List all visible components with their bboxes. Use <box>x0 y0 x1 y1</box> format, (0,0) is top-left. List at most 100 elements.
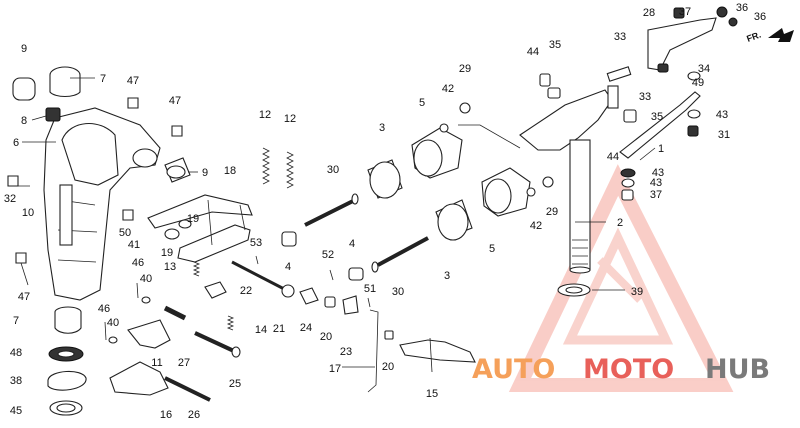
upper-bracket <box>647 6 738 71</box>
callout-17: 17 <box>329 363 341 375</box>
callout-10: 10 <box>22 207 34 219</box>
callout-42: 42 <box>530 220 542 232</box>
callout-43: 43 <box>650 177 662 189</box>
callout-14: 14 <box>255 324 267 336</box>
leader-lines <box>22 77 656 368</box>
callout-37: 37 <box>679 6 691 18</box>
watermark-logo <box>508 164 734 392</box>
callout-11: 11 <box>151 357 162 369</box>
callout-12: 12 <box>284 113 296 125</box>
callout-36: 36 <box>754 11 766 23</box>
callout-38: 38 <box>10 375 22 387</box>
rods <box>163 193 429 402</box>
pins <box>104 282 151 344</box>
callout-48: 48 <box>10 347 22 359</box>
springs <box>192 147 294 331</box>
callout-39: 39 <box>631 286 643 298</box>
callout-51: 51 <box>364 283 376 295</box>
small-hardware <box>204 231 394 340</box>
callout-44: 44 <box>607 151 619 163</box>
callout-29: 29 <box>546 206 558 218</box>
callout-25: 25 <box>229 378 241 390</box>
callout-3: 3 <box>444 270 450 282</box>
callout-21: 21 <box>273 323 285 335</box>
callout-2: 2 <box>617 217 623 229</box>
callout-44: 44 <box>527 46 539 58</box>
callout-19: 19 <box>187 213 199 225</box>
brackets <box>109 319 171 396</box>
callout-12: 12 <box>259 109 271 121</box>
callout-33: 33 <box>614 31 626 43</box>
callout-5: 5 <box>489 243 495 255</box>
tilt-lock-lever <box>147 194 253 263</box>
callout-1: 1 <box>658 143 664 155</box>
callout-16: 16 <box>160 409 172 421</box>
callout-18: 18 <box>224 165 236 177</box>
callout-52: 52 <box>322 249 334 261</box>
callout-50: 50 <box>119 227 131 239</box>
callout-37: 37 <box>650 189 662 201</box>
lower-left-washers <box>47 306 87 416</box>
callout-9: 9 <box>202 167 208 179</box>
callout-43: 43 <box>652 167 664 179</box>
callout-7: 7 <box>100 73 106 85</box>
callout-30: 30 <box>327 164 339 176</box>
watermark-part3: HUB <box>705 354 770 385</box>
callout-31: 31 <box>718 129 730 141</box>
callout-43: 43 <box>716 109 728 121</box>
lever-15 <box>399 337 476 373</box>
callout-22: 22 <box>240 285 252 297</box>
callout-3: 3 <box>379 122 385 134</box>
callout-26: 26 <box>188 409 200 421</box>
callout-20: 20 <box>320 331 332 343</box>
callout-45: 45 <box>10 405 22 417</box>
bushing-top <box>12 66 81 122</box>
callout-42: 42 <box>442 83 454 95</box>
left-bolts <box>7 97 183 286</box>
callout-9: 9 <box>21 43 27 55</box>
watermark-part1: AUTO <box>472 354 555 385</box>
callout-47: 47 <box>127 75 139 87</box>
right-hardware <box>539 63 701 201</box>
callout-36: 36 <box>736 2 748 14</box>
callout-23: 23 <box>340 346 352 358</box>
callout-15: 15 <box>426 388 438 400</box>
callout-47: 47 <box>18 291 30 303</box>
callout-40: 40 <box>107 317 119 329</box>
direction-arrow <box>768 28 794 42</box>
callout-13: 13 <box>164 261 176 273</box>
steering-arm <box>606 66 701 159</box>
collars-19 <box>164 219 192 240</box>
bushing-right <box>164 157 191 183</box>
callout-46: 46 <box>132 257 144 269</box>
callout-29: 29 <box>459 63 471 75</box>
direction-label: FR. <box>745 30 762 44</box>
dampers <box>367 102 554 241</box>
callout-40: 40 <box>140 273 152 285</box>
callout-5: 5 <box>419 97 425 109</box>
callout-47: 47 <box>169 95 181 107</box>
callout-32: 32 <box>4 193 16 205</box>
callout-8: 8 <box>21 115 27 127</box>
callout-33: 33 <box>639 91 651 103</box>
callout-46: 46 <box>98 303 110 315</box>
rod-17 <box>367 309 379 393</box>
callout-34: 34 <box>698 63 710 75</box>
callout-4: 4 <box>349 238 355 250</box>
callout-49: 49 <box>692 77 704 89</box>
callout-20: 20 <box>382 361 394 373</box>
callout-30: 30 <box>392 286 404 298</box>
callout-27: 27 <box>178 357 190 369</box>
callout-24: 24 <box>300 322 312 334</box>
steering-shaft <box>519 87 613 297</box>
callout-19: 19 <box>161 247 173 259</box>
swivel-case <box>43 107 161 301</box>
callout-7: 7 <box>13 315 19 327</box>
callout-41: 41 <box>128 239 140 251</box>
callout-4: 4 <box>285 261 291 273</box>
callout-6: 6 <box>13 137 19 149</box>
callout-28: 28 <box>643 7 655 19</box>
